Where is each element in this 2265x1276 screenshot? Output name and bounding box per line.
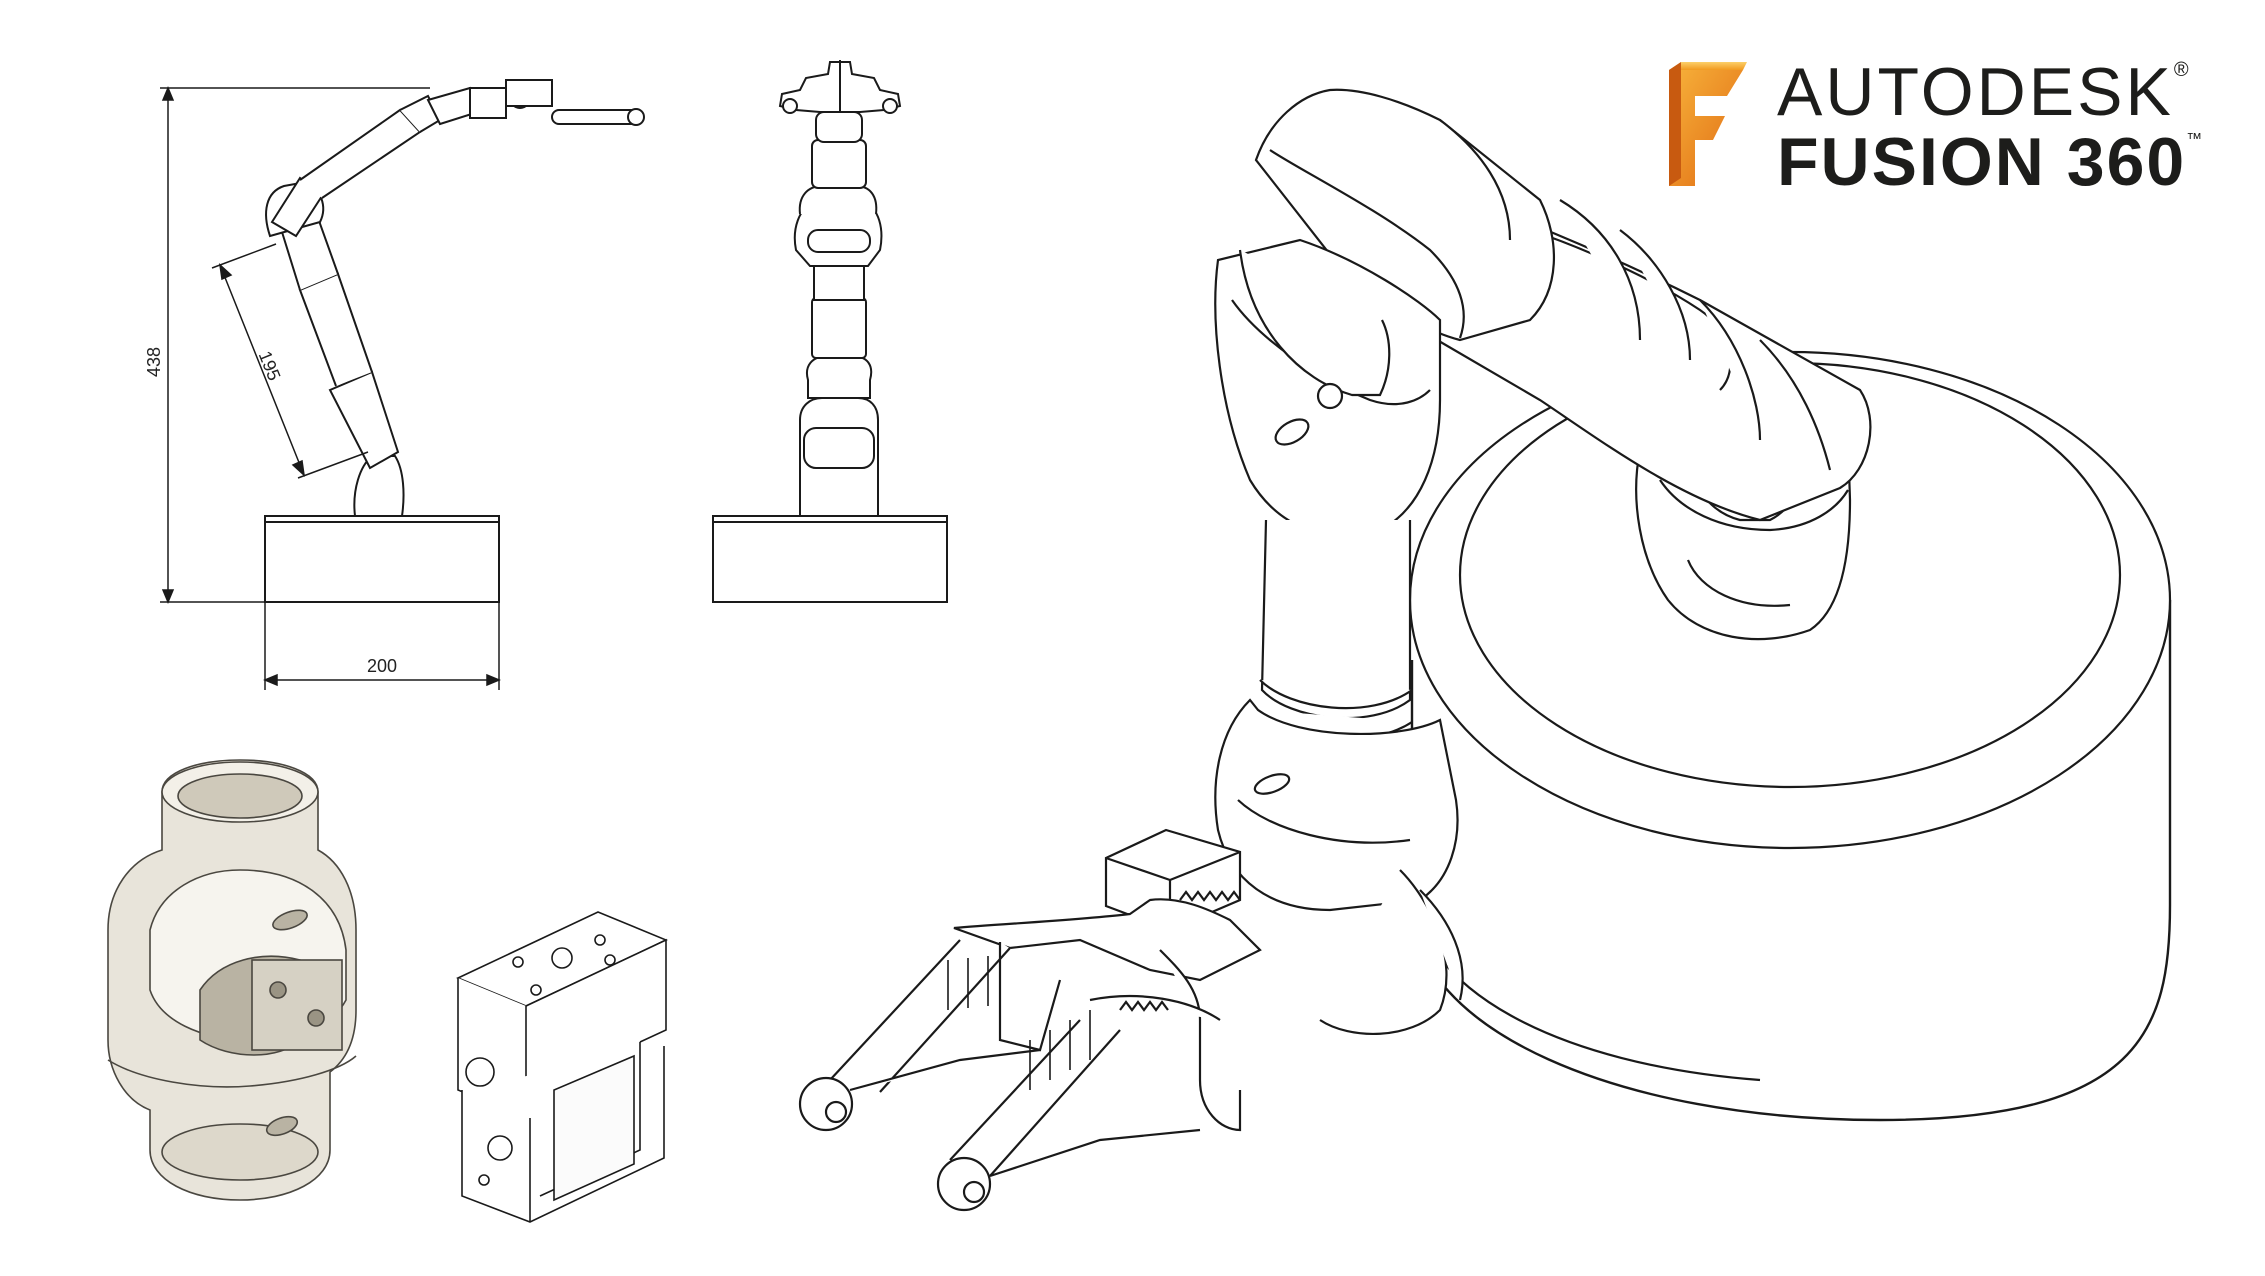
brand-name: AUTODESK® <box>1777 54 2192 130</box>
dim-total-height <box>160 86 430 604</box>
dim-total-height-label: 438 <box>144 347 164 377</box>
fusion-f-icon <box>1669 62 1747 186</box>
front-view <box>712 60 948 603</box>
dim-base-width-label: 200 <box>367 656 397 676</box>
dim-base-width <box>263 602 501 690</box>
front-lower-arm <box>811 297 867 359</box>
iso-rack-teeth <box>1119 890 1241 1012</box>
iso-wrist-joint <box>1214 698 1464 1035</box>
bracket-part <box>456 911 668 1223</box>
side-lower-arm <box>328 370 400 470</box>
side-lower-joint <box>353 455 405 517</box>
iso-gripper-jaws <box>798 890 1262 1212</box>
autodesk-fusion-logo: AUTODESK® FUSION 360™ <box>1665 58 2235 198</box>
iso-lower-arm <box>1257 519 1413 740</box>
isometric-assembly <box>798 88 2172 1212</box>
iso-elbow-block <box>1254 88 1555 342</box>
side-view <box>160 79 645 690</box>
dim-arm-segment-label: 195 <box>255 348 285 383</box>
dim-arm-segment <box>211 243 369 479</box>
iso-cylindrical-base <box>1408 350 2172 1122</box>
product-name: FUSION 360™ <box>1777 124 2205 200</box>
front-base <box>712 515 948 603</box>
shaded-joint-part <box>94 758 357 1234</box>
front-upper-arm <box>811 139 867 189</box>
iso-gripper-housing <box>1104 828 1242 932</box>
iso-middle-joint <box>1214 238 1442 537</box>
side-base <box>264 515 500 603</box>
side-gripper-rod <box>551 109 639 125</box>
